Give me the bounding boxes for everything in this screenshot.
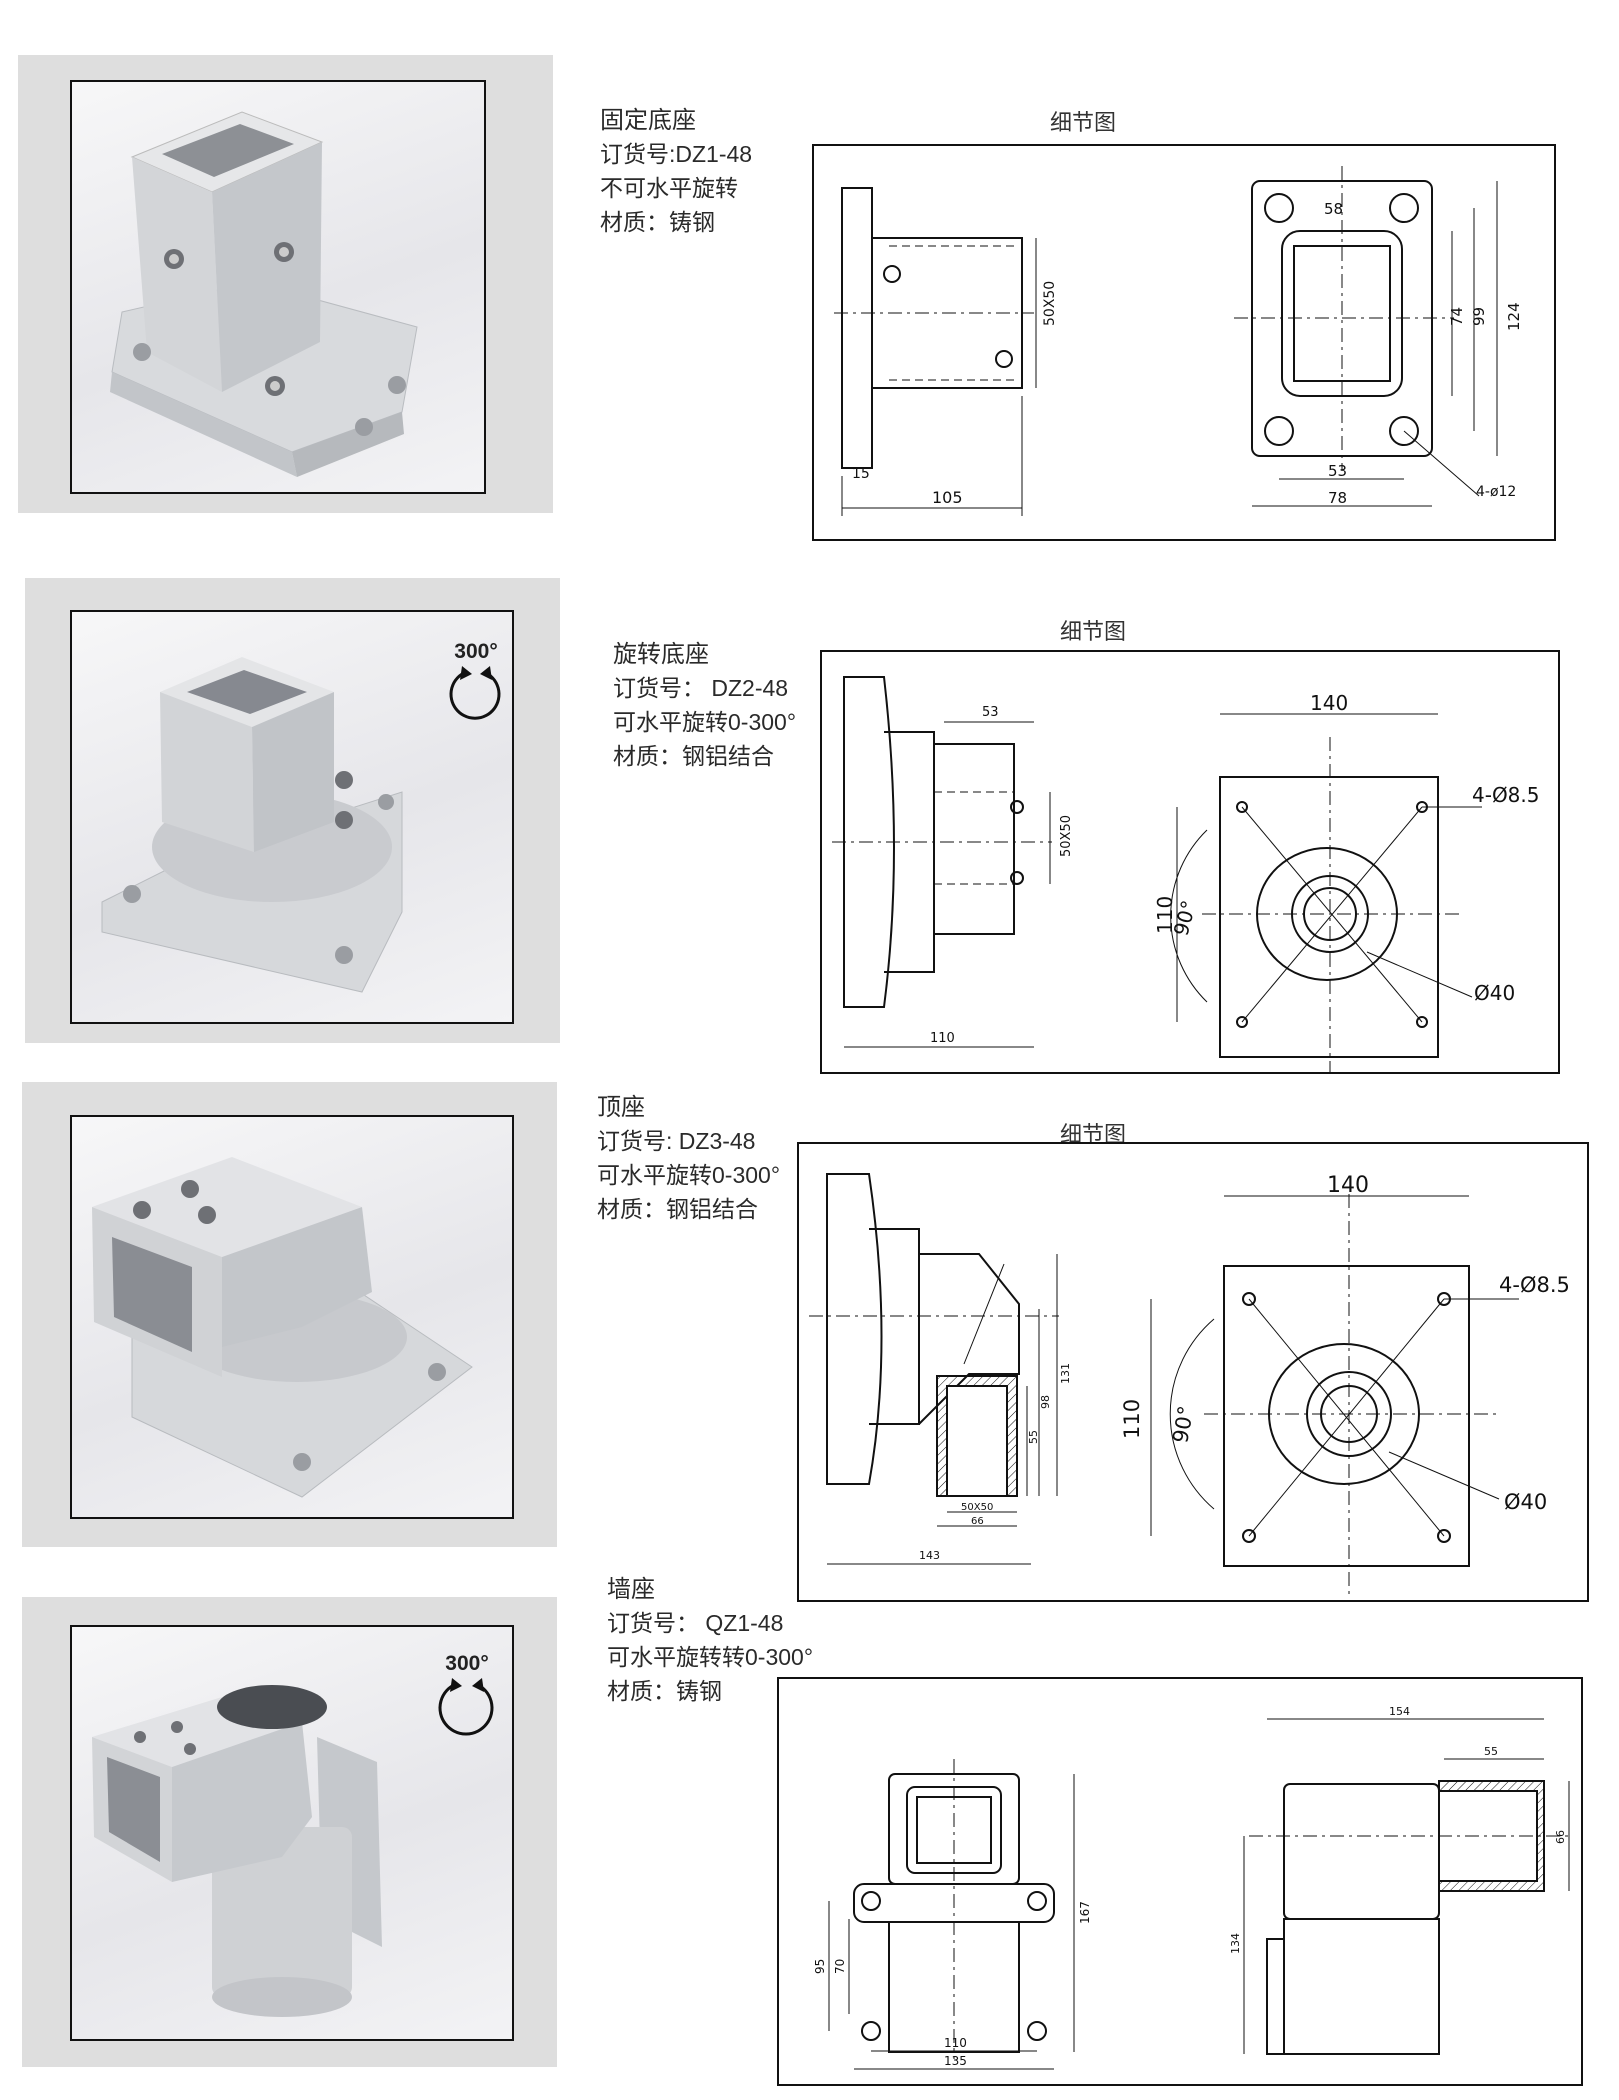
rotation-degree: 300° (445, 1652, 489, 1675)
dim-total-depth: 154 (1389, 1705, 1410, 1718)
dim-socket-depth: 55 (1484, 1745, 1498, 1758)
technical-drawing-4: 95 70 167 110 135 154 55 66 134 (777, 1677, 1583, 2086)
dim-bore: Ø40 (1474, 981, 1515, 1005)
product-photo-wall-seat: 300° (70, 1625, 514, 2041)
rotate-arrow-icon (449, 666, 501, 720)
rotation-degree: 300° (454, 640, 498, 663)
technical-drawing-1: 105 15 50X50 58 53 78 74 99 124 4-ø12 (812, 144, 1556, 541)
dim-inner-height: 70 (833, 1959, 847, 1974)
rotation-badge: 300° (444, 640, 508, 720)
rotation-spec: 可水平旋转0-300° (613, 709, 797, 735)
dim-socket-height: 66 (1554, 1830, 1567, 1844)
dim-section: 50X50 (1059, 815, 1074, 857)
technical-drawing-3: 131 98 55 50X50 66 143 140 4-Ø8.5 110 90… (797, 1142, 1589, 1602)
dim-holes: 4-Ø8.5 (1499, 1273, 1570, 1297)
product-name: 旋转底座 (613, 640, 709, 668)
order-number: 订货号： QZ1-48 (607, 1610, 784, 1636)
dim-section: 50X50 (961, 1502, 993, 1513)
dim-section: 50X50 (1042, 281, 1058, 326)
dim-hole-span: 58 (1324, 200, 1343, 218)
product-info-4: 墙座 订货号： QZ1-48 可水平旋转转0-300° 材质：铸钢 (607, 1572, 813, 1708)
dim-inner: 74 (1448, 307, 1466, 326)
dim-height: 110 (1120, 1399, 1144, 1439)
product-photo-fixed-base (70, 80, 486, 494)
detail-label: 细节图 (1050, 110, 1117, 135)
dim-height: 124 (1505, 302, 1523, 331)
dim-bore: Ø40 (1504, 1490, 1547, 1514)
dim-length: 143 (919, 1549, 940, 1562)
dim-angle: 90° (1168, 1404, 1198, 1445)
product-info-3: 顶座 订货号: DZ3-48 可水平旋转0-300° 材质：钢铝结合 (597, 1090, 780, 1226)
product-name: 墙座 (607, 1575, 655, 1603)
dim-height: 134 (1229, 1933, 1242, 1954)
material-spec: 材质：铸钢 (607, 1678, 722, 1704)
dim-holes-vertical: 99 (1470, 307, 1488, 326)
material-spec: 材质：铸钢 (600, 209, 715, 235)
dim-depth: 53 (982, 705, 999, 720)
dim-hole-span-lower: 53 (1328, 462, 1347, 480)
rotation-spec: 不可水平旋转 (600, 175, 738, 201)
dim-flange: 15 (852, 466, 870, 482)
rotation-spec: 可水平旋转转0-300° (607, 1644, 814, 1670)
dim-socket-depth: 55 (1027, 1430, 1040, 1444)
top-seat-illustration (92, 1157, 473, 1498)
rotation-badge: 300° (432, 1652, 502, 1736)
technical-drawing-2: 53 50X50 110 140 4-Ø8.5 110 90° Ø40 (820, 650, 1560, 1074)
order-number: 订货号： DZ2-48 (613, 675, 789, 701)
product-name: 顶座 (597, 1093, 645, 1121)
dim-socket-width: 66 (971, 1516, 984, 1527)
rotating-base-illustration (101, 657, 403, 993)
fixed-base-illustration (110, 111, 418, 477)
dim-width: 78 (1328, 489, 1347, 507)
dim-hole-width: 110 (944, 2036, 967, 2050)
dim-total-height: 131 (1059, 1363, 1072, 1384)
wall-seat-illustration (92, 1685, 382, 2017)
order-number: 订货号:DZ1-48 (600, 141, 753, 167)
dim-plate-width: 140 (1327, 1173, 1369, 1198)
rotate-arrow-icon (438, 1678, 494, 1736)
product-info-2: 旋转底座 订货号： DZ2-48 可水平旋转0-300° 材质：钢铝结合 (613, 637, 796, 773)
product-photo-rotating-base: 300° (70, 610, 514, 1024)
dim-holes: 4-ø12 (1476, 484, 1516, 500)
product-photo-top-seat (70, 1115, 514, 1519)
dim-hole-height: 95 (813, 1959, 827, 1974)
dim-plate-width: 140 (1310, 691, 1348, 715)
dim-height: 110 (1153, 896, 1177, 934)
rotation-spec: 可水平旋转0-300° (597, 1162, 781, 1188)
dim-length: 110 (930, 1031, 955, 1046)
product-name: 固定底座 (600, 106, 696, 134)
dim-length: 105 (932, 488, 963, 507)
order-number: 订货号: DZ3-48 (597, 1128, 756, 1154)
material-spec: 材质：钢铝结合 (597, 1196, 758, 1222)
dim-height: 98 (1039, 1395, 1052, 1409)
detail-label: 细节图 (1060, 619, 1127, 644)
dim-holes: 4-Ø8.5 (1472, 783, 1540, 807)
dim-total-height: 167 (1078, 1901, 1092, 1924)
material-spec: 材质：钢铝结合 (613, 743, 774, 769)
product-info-1: 固定底座 订货号:DZ1-48 不可水平旋转 材质：铸钢 (600, 103, 752, 239)
dim-width: 135 (944, 2054, 967, 2068)
